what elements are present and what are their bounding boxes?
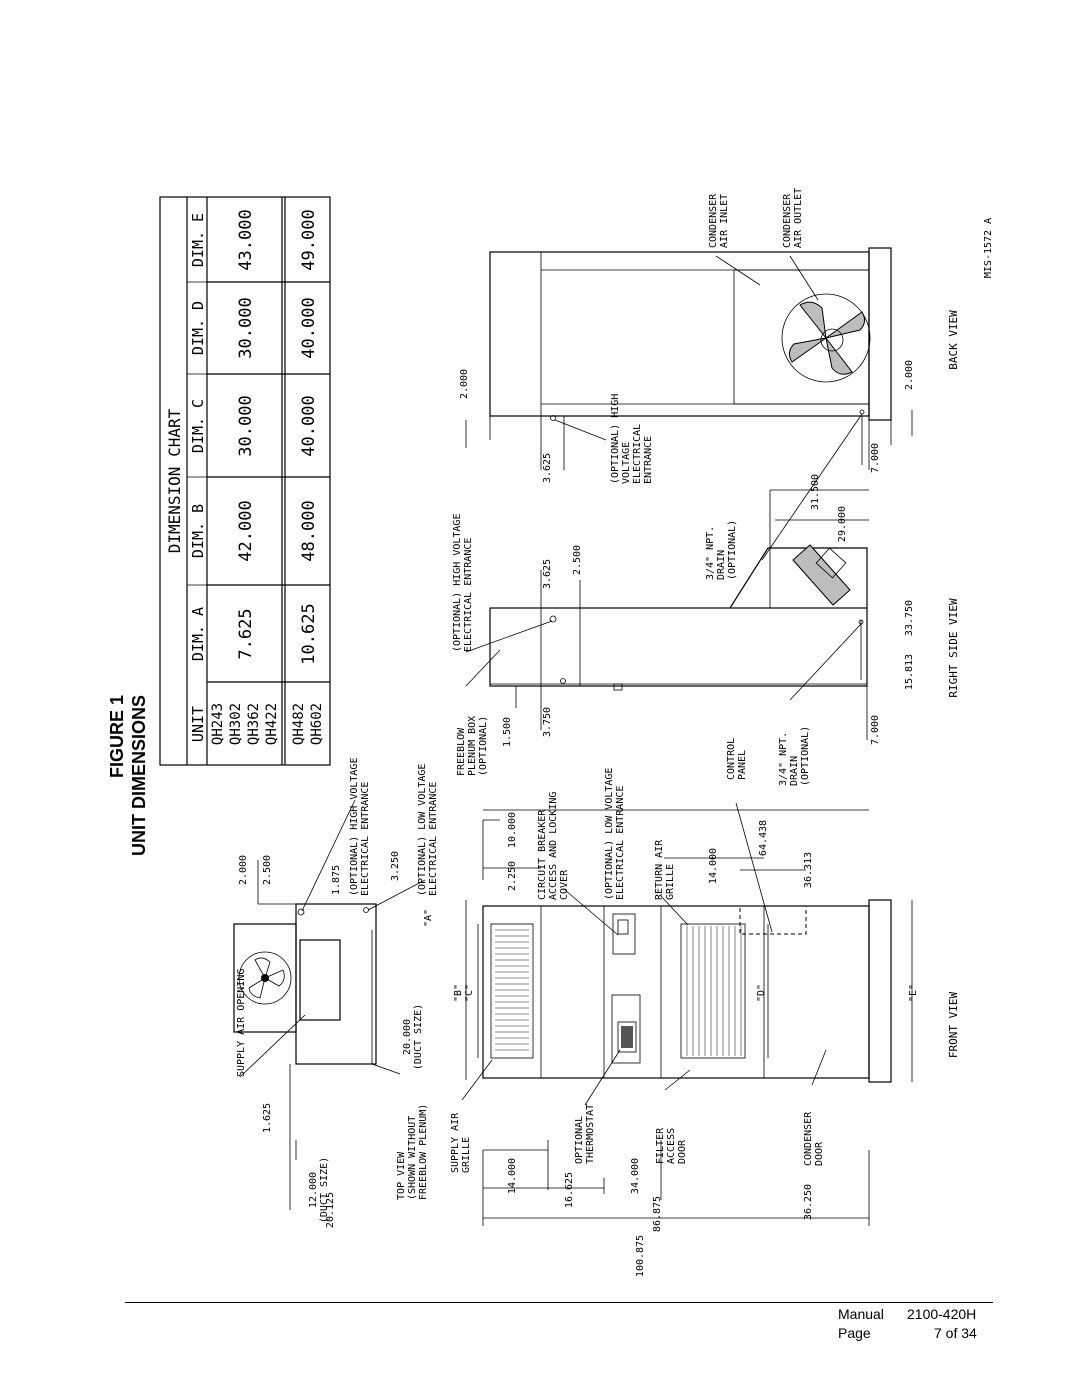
col-dim-d: DIM. D [189,301,207,355]
condenser-air-outlet-label: CONDENSERAIR OUTLET [782,188,804,248]
top-view-duct-12: 12.000(DUCT SIZE) [308,1157,330,1223]
front-view-dim: 100.875 [635,1235,646,1277]
back-view-dim: 7.000 [870,443,881,473]
top-view-dim: 1.625 [262,1103,273,1133]
top-view-caption: TOP VIEW(SHOWN WITHOUTFREEBLOW PLENUM) [396,1104,429,1200]
top-view-duct-20: 20.000(DUCT SIZE) [402,1004,424,1070]
dim-cell: 30.000 [236,297,256,358]
figure-title: UNIT DIMENSIONS [129,695,149,856]
front-view-dim: 34.000 [630,1158,641,1194]
side-drain-label: 3/4" NPT.DRAIN(OPTIONAL) [778,726,811,786]
dim-cell: 48.000 [299,500,319,561]
unit-cell: QH482 [291,703,307,745]
side-view-dim: 3.625 [542,559,553,589]
front-view-lv-entrance: (OPTIONAL) LOW VOLTAGEELECTRICAL ENTRANC… [604,768,626,900]
unit-cell: QH302 [228,703,244,745]
side-view-dim: 2.500 [572,545,583,575]
dim-cell: 30.000 [236,395,256,456]
back-view-dim: 29.000 [837,506,848,542]
front-view-dim: 14.000 [708,848,719,884]
side-view-dim: 3.750 [542,707,553,737]
back-view-caption: BACK VIEW [947,310,960,370]
back-view-dim: 2.000 [459,369,470,399]
side-view-dim: 15.813 [904,654,915,690]
dimension-chart-title: DIMENSION CHART [165,408,184,553]
top-view-dim: 2.000 [238,855,249,885]
filter-access-door-label: FILTERACCESSDOOR [655,1127,688,1164]
col-dim-b: DIM. B [189,504,207,558]
figure-number: FIGURE 1 [107,695,127,778]
col-unit: UNIT [189,706,207,742]
dim-cell: 7.625 [236,608,256,659]
footer-manual-label: Manual [838,1306,884,1322]
front-view-dim: 64.438 [758,820,769,856]
col-dim-c: DIM. C [189,399,207,453]
front-view-dim: 10.000 [507,812,518,848]
back-view-dim: 31.500 [810,474,821,510]
dim-cell: 43.000 [236,209,256,270]
condenser-air-inlet-label: CONDENSERAIR INLET [708,193,730,248]
front-dim-e: "E" [908,984,919,1002]
top-view-hv-entrance: (OPTIONAL) HIGH VOLTAGEELECTRICAL ENTRAN… [349,758,371,896]
right-side-view-caption: RIGHT SIDE VIEW [947,598,960,698]
unit-cell: QH422 [264,703,280,745]
dim-cell: 42.000 [236,500,256,561]
control-panel-label: CONTROLPANEL [726,738,748,780]
col-dim-e: DIM. E [189,213,207,267]
side-view-dim: 1.500 [502,717,513,747]
front-view-caption: FRONT VIEW [947,992,960,1059]
side-view-dim: 33.750 [904,600,915,636]
side-view-dim: 7.000 [870,715,881,745]
unit-cell: QH602 [309,703,325,745]
dim-cell: 40.000 [299,395,319,456]
top-view-lv-entrance: (OPTIONAL) LOW VOLTAGEELECTRICAL ENTRANC… [417,764,439,896]
freeblow-plenum-label: FREEBLOWPLENUM BOX(OPTIONAL) [456,716,489,776]
unit-cell: QH362 [246,703,262,745]
top-view-supply-air-opening: SUPPLY AIR OPENING [236,969,247,1077]
back-view-drawing [489,247,892,421]
footer-page-number: 7 of 34 [934,1325,977,1341]
drawing-id: MIS-1572 A [983,218,994,278]
back-view-dim: 2.000 [904,360,915,390]
top-view-dim: 1.875 [331,865,342,895]
top-view-dim: 3.250 [390,851,401,881]
dim-cell: 10.625 [299,603,319,664]
footer-page-label: Page [838,1325,871,1341]
top-view-dim-a: "A" [423,909,434,927]
front-dim-d: "D" [756,984,767,1002]
footer-manual-number: 2100-420H [907,1306,977,1322]
top-view-dim: 20.125 [325,1192,336,1228]
front-view-dim: 2.250 [507,861,518,891]
front-dim-c: "C" [464,984,475,1002]
top-view-drawing [233,903,377,1065]
condenser-door-label: CONDENSERDOOR [803,1111,825,1166]
top-view-dim: 2.500 [262,855,273,885]
front-view-dim: 86.875 [652,1196,663,1232]
col-dim-a: DIM. A [189,607,207,661]
front-view-dim: 16.625 [564,1172,575,1208]
dim-cell: 49.000 [299,209,319,270]
dimension-chart-table [159,196,331,766]
front-dim-b: "B" [453,984,464,1002]
back-hv-entrance-label: (OPTIONAL) HIGHVOLTAGEELECTRICALENTRANCE [610,394,654,484]
front-view-dim: 14.000 [507,1158,518,1194]
circuit-breaker-label: CIRCUIT BREAKERACCESS AND LOCKINGCOVER [537,792,570,900]
supply-air-grille-label: SUPPLY AIRGRILLE [450,1112,472,1173]
front-view-drawing [482,899,892,1083]
unit-cell: QH243 [210,703,226,745]
return-air-grille-label: RETURN AIRGRILLE [654,839,676,900]
front-view-dim: 36.313 [803,852,814,888]
front-view-dim: 36.250 [803,1184,814,1220]
side-hv-entrance-label: (OPTIONAL) HIGH VOLTAGEELECTRICAL ENTRAN… [452,514,474,652]
dim-cell: 40.000 [299,297,319,358]
back-drain-label: 3/4" NPT.DRAIN(OPTIONAL) [705,520,738,580]
footer-rule [125,1302,993,1303]
optional-thermostat-label: OPTIONALTHERMOSTAT [574,1104,596,1164]
back-view-dim: 3.625 [542,453,553,483]
